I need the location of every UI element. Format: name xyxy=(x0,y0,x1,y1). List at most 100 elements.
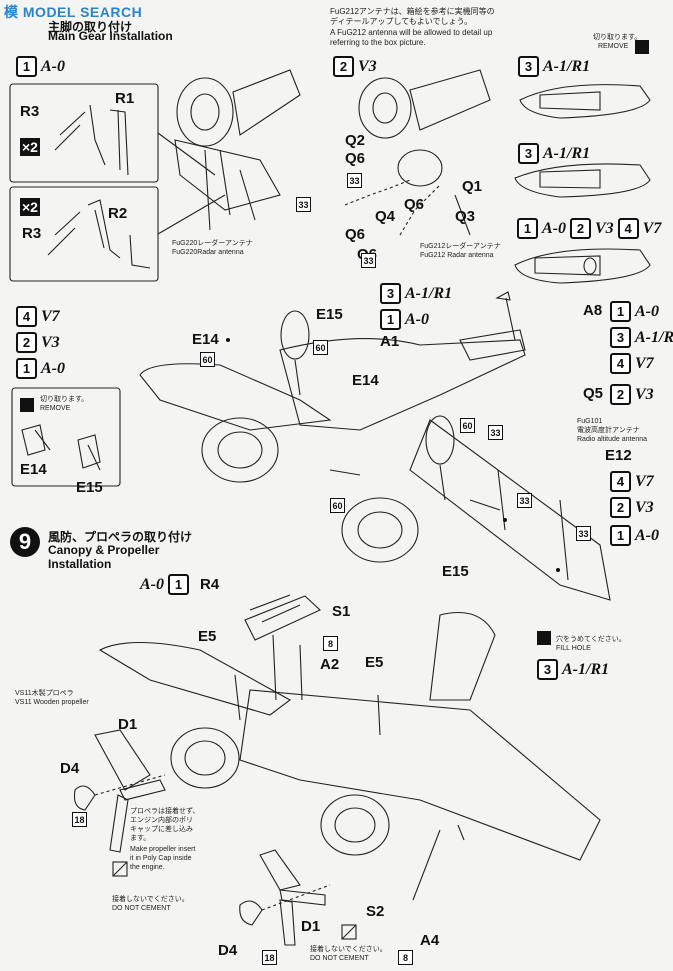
aircraft-bottom xyxy=(98,594,601,861)
label-S2: S2 xyxy=(366,903,385,920)
label-Q6-a: Q6 xyxy=(345,150,366,167)
step9-title-en1: Canopy & Propeller xyxy=(48,543,160,557)
label-D1-a: D1 xyxy=(118,716,138,733)
strut-r3-lower xyxy=(47,211,151,269)
propeller-d1-right xyxy=(259,849,326,946)
nose-view-2 xyxy=(514,163,651,198)
no-cement-bottom-jp: 接着しないでください。 xyxy=(310,946,387,953)
remove-left-jp: 切り取ります。 xyxy=(40,396,89,403)
fug101-line1: FuG101 xyxy=(577,418,603,425)
nose-view-1 xyxy=(519,84,651,119)
watermark: 模 MODEL SEARCH xyxy=(4,2,142,22)
label-A1: A1 xyxy=(380,333,400,350)
step8-title-en: Main Gear Installation xyxy=(48,29,173,43)
label-A4: A4 xyxy=(420,932,440,949)
label-S1: S1 xyxy=(332,603,351,620)
leader-line xyxy=(157,194,226,235)
watermark-glyph: 模 xyxy=(4,4,19,20)
fug212-note-jp2: ディテールアップしてもよいでしょう。 xyxy=(330,17,473,26)
aircraft-middle xyxy=(139,310,611,601)
fug101-en: Radio altitude antenna xyxy=(577,436,648,443)
label-R2: R2 xyxy=(108,205,128,222)
engine-left xyxy=(201,417,279,483)
no-cement-left-en: DO NOT CEMENT xyxy=(112,905,171,912)
prop-note-en1: Make propeller insert xyxy=(130,846,196,853)
left-wing xyxy=(139,363,332,431)
label-E5-a: E5 xyxy=(198,628,217,645)
engine-right-2 xyxy=(320,794,390,856)
do-not-cement-icon xyxy=(341,924,357,940)
no-cement-bottom-en: DO NOT CEMENT xyxy=(310,955,369,962)
label-D4-b: D4 xyxy=(218,942,238,959)
label-D4-a: D4 xyxy=(60,760,80,777)
prop-note-jp4: ます。 xyxy=(130,835,151,842)
fill-hole-en: FILL HOLE xyxy=(556,645,591,652)
prop-note-en2: it in Poly Cap inside xyxy=(130,855,192,862)
prop-note-jp2: エンジン内部のポリ xyxy=(130,817,193,824)
propeller-jp: VS11木製プロペラ xyxy=(15,690,74,697)
knife-icon xyxy=(635,40,649,54)
label-A8: A8 xyxy=(583,302,603,319)
fug212-radar-en: FuG212 Radar antenna xyxy=(420,252,494,259)
label-R3: R3 xyxy=(20,103,40,120)
paint-60-d: 60 xyxy=(330,498,345,513)
propeller-d1-left xyxy=(94,729,166,853)
gear-right xyxy=(425,415,455,465)
paint-60-b: 60 xyxy=(313,340,328,355)
wheel-middle xyxy=(358,77,412,139)
detail-box-upper xyxy=(9,83,159,183)
step9-number: 9 xyxy=(10,527,40,557)
nose-antenna-base xyxy=(397,149,443,187)
fug212-radar-jp: FuG212レーダーアンテナ xyxy=(420,243,501,250)
paint-18-a: 18 xyxy=(72,812,87,827)
label-E15-remove: E15 xyxy=(76,479,103,496)
label-Q6-c: Q6 xyxy=(345,226,366,243)
fug212-note-en2: referring to the box picture. xyxy=(330,38,426,47)
fuselage-2 xyxy=(239,689,601,861)
label-Q5: Q5 xyxy=(583,385,604,402)
wheel-left xyxy=(176,77,234,147)
variant-a8-a1r1: 3A-1/R1 xyxy=(610,327,673,348)
label-D1-b: D1 xyxy=(301,918,321,935)
label-Q3: Q3 xyxy=(455,208,476,225)
label-A2: A2 xyxy=(320,656,340,673)
paint-33-d: 33 xyxy=(488,425,503,440)
paint-33-f: 33 xyxy=(576,526,591,541)
fug220-jp: FuG220レーダーアンテナ xyxy=(172,240,253,247)
gear-bay xyxy=(174,139,281,211)
label-R1: R1 xyxy=(115,90,135,107)
remove-top-en: REMOVE xyxy=(598,43,629,50)
step8-title-jp: 主脚の取り付け xyxy=(48,20,133,34)
watermark-brand: MODEL SEARCH xyxy=(22,4,143,20)
fug220-en: FuG220Radar antenna xyxy=(172,249,244,256)
label-E14-b: E14 xyxy=(352,372,379,389)
label-E15: E15 xyxy=(316,306,343,323)
label-E14-remove: E14 xyxy=(20,461,47,478)
tail xyxy=(459,329,526,361)
remove-top-jp: 切り取ります。 xyxy=(593,34,642,41)
paint-8-b: 8 xyxy=(398,950,413,965)
leader-line xyxy=(157,132,216,176)
prop-note-en3: the engine. xyxy=(130,864,165,871)
label-E12: E12 xyxy=(605,447,632,464)
spinner-d4-right xyxy=(239,900,263,926)
fug101-jp: 電波高度計アンテナ xyxy=(577,427,640,434)
propeller-en: VS11 Wooden propeller xyxy=(15,699,89,706)
label-E5-b: E5 xyxy=(365,654,384,671)
nose-view-3 xyxy=(514,248,651,284)
remove-detail-box xyxy=(11,387,121,487)
step9-title-en2: Installation xyxy=(48,557,112,571)
